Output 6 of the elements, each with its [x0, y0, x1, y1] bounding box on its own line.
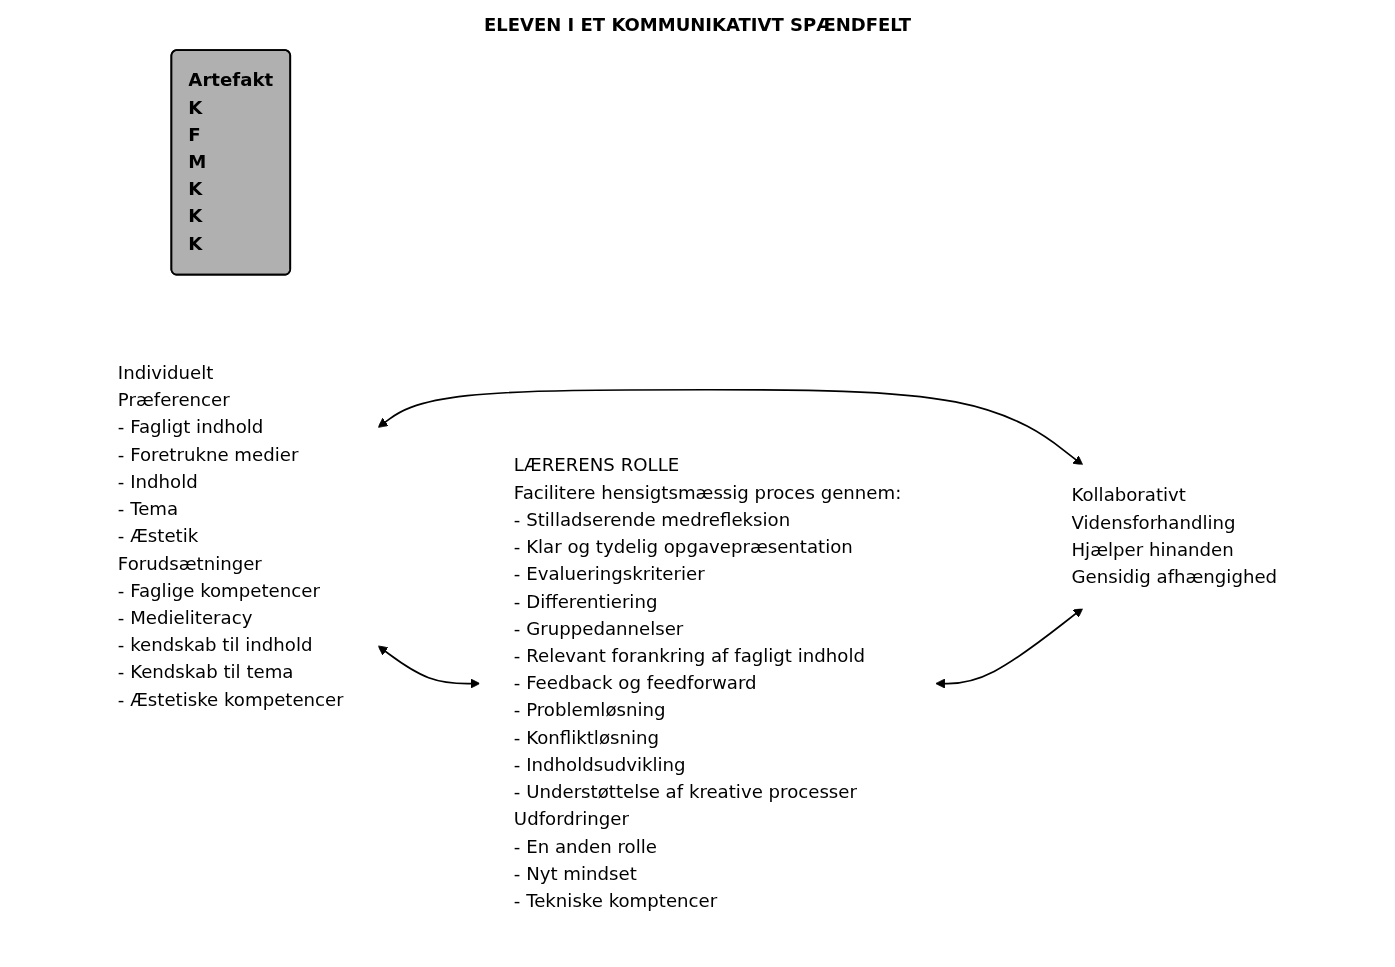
- arrow: [935, 607, 1084, 689]
- node-text: Individuelt Præferencer - Fagligt indhold - Foretrukne medier - Indhold - Tema - Æstetik Forudsætninger - Faglige kompetencer - Medieliteracy - kendskab til indhold - Kendskab til tema - Æstetiske kompetencer: [117, 361, 344, 711]
- arrow: [377, 388, 1084, 466]
- node-text: LÆRERENS ROLLE Facilitere hensigtsmæssig proces gennem: - Stilladserende medrefleksion - Klar og tydelig opgavepræsentation - Evalueringskriterier - Differentiering - Gruppedannelser - Relevant forankring af fagligt indhold - Feedback og feedforward - Problemløsning - Konfliktløsning - Indholdsudvikling - Understøttelse af kreative processer Udfordringer - En anden rolle - Nyt mindset - Tekniske komptencer: [513, 454, 902, 912]
- diagram-title: ELEVEN I ET KOMMUNIKATIVT SPÆNDFELT: [482, 14, 913, 35]
- node-text: Kollaborativt Vidensforhandling Hjælper hinanden Gensidig afhængighed: [1071, 484, 1278, 588]
